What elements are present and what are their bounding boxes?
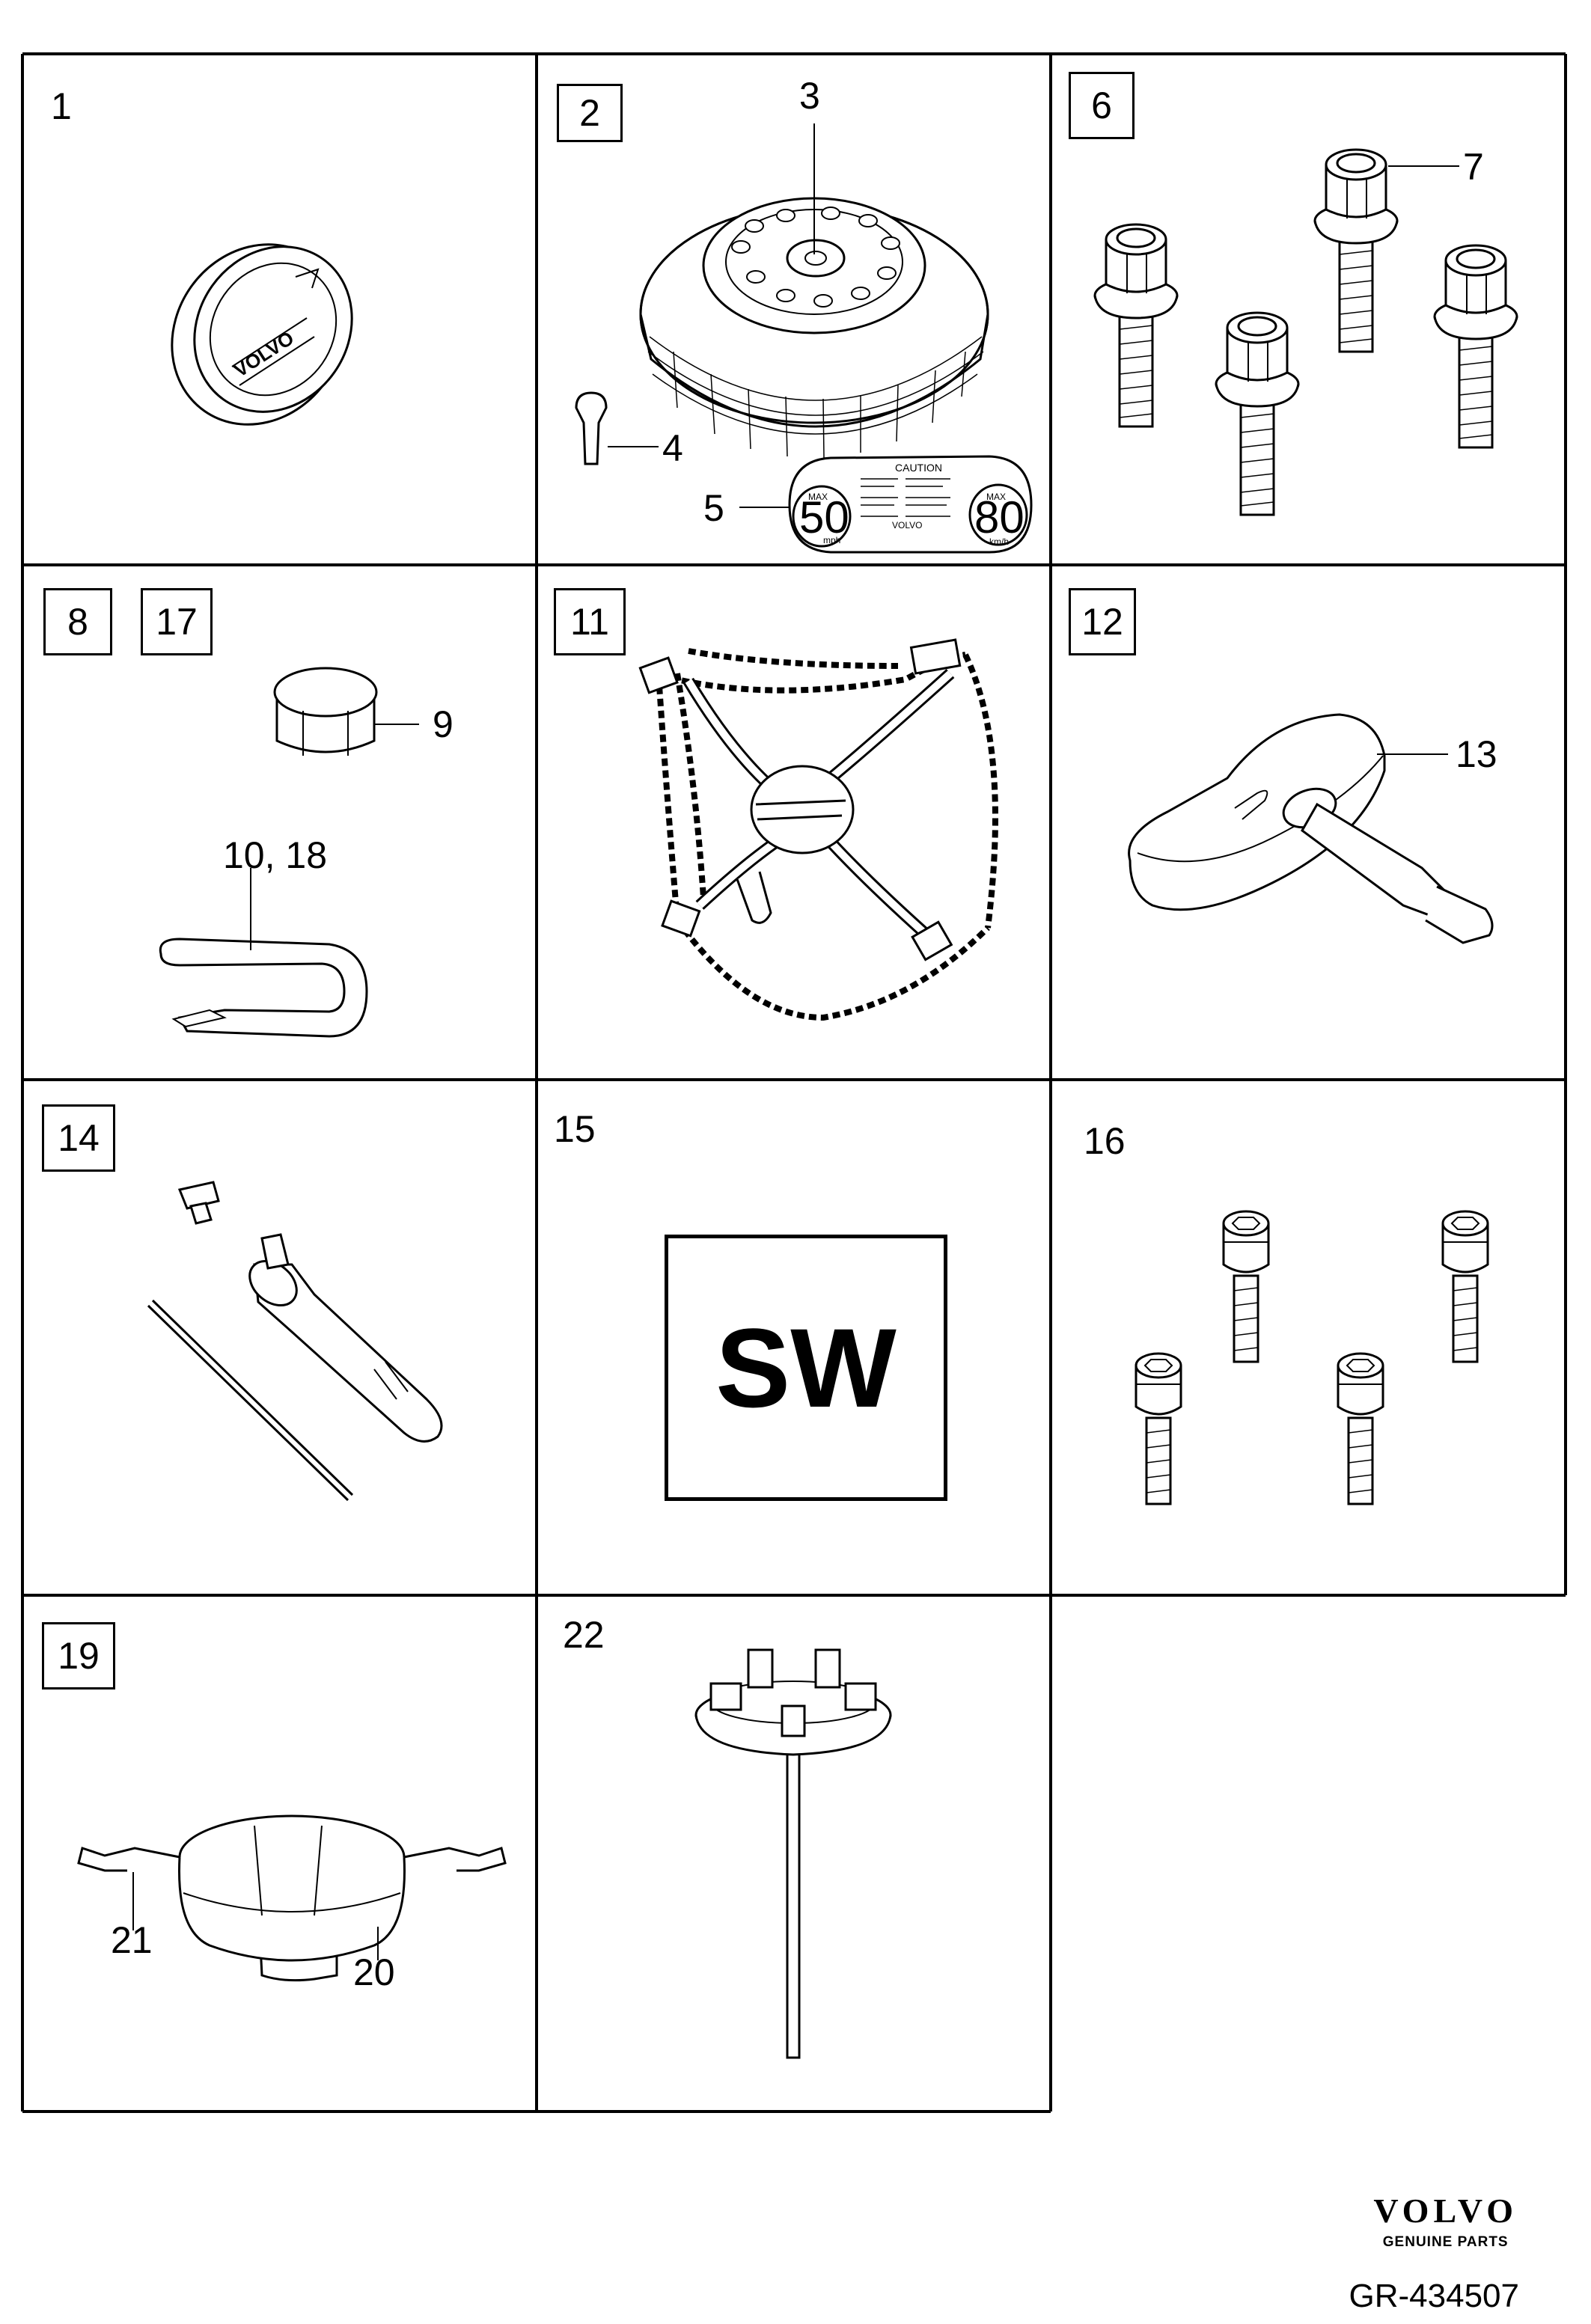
snow-chains-drawing	[638, 638, 998, 1021]
valve-drawing	[575, 391, 659, 465]
callout-labels: 3 4 5 7 9 10, 18 13 20 21	[111, 75, 1497, 1993]
label-max-2: MAX	[986, 492, 1006, 502]
grid-lines	[21, 52, 1567, 2113]
callout-3: 3	[799, 75, 820, 117]
cell-label-8: 8	[43, 588, 112, 655]
removal-tool-drawing	[159, 868, 368, 1038]
tpms-sensor-drawing	[1128, 713, 1494, 944]
callout-7: 7	[1463, 146, 1484, 188]
label-speed-2: 80	[974, 492, 1024, 542]
center-cap-drawing: VOLVO	[171, 243, 353, 426]
cell-label-1: 1	[51, 85, 72, 127]
cell-label-16: 16	[1084, 1120, 1126, 1162]
label-brand: VOLVO	[892, 520, 922, 530]
cell-label-19: 19	[42, 1622, 115, 1690]
label-unit-1: mph	[823, 535, 840, 545]
cell-label-12: 12	[1069, 588, 1136, 655]
software-box: SW	[665, 1235, 947, 1501]
callout-4: 4	[662, 427, 683, 469]
callout-20: 20	[353, 1951, 395, 1993]
cell-label-6: 6	[1069, 72, 1135, 139]
fuel-cap-drawing	[77, 1814, 507, 1982]
callout-5: 5	[703, 487, 724, 529]
valve-kit-drawing	[147, 1181, 443, 1502]
reference-number: GR-434507	[1349, 2278, 1519, 2314]
brand-name: VOLVO	[1373, 2192, 1518, 2230]
software-box-text: SW	[715, 1304, 897, 1431]
cell-label-14: 14	[42, 1104, 115, 1172]
cell-label-15: 15	[554, 1108, 596, 1150]
tool-drawing	[694, 1648, 892, 2059]
speed-label-drawing: CAUTION MAX 50 mph MAX 80 km/h VOLVO	[739, 455, 1033, 554]
brand-logo: VOLVO GENUINE PARTS	[1373, 2194, 1518, 2251]
callout-10-18: 10, 18	[223, 834, 327, 876]
callout-13: 13	[1456, 733, 1497, 775]
cell-label-2: 2	[557, 84, 623, 142]
brand-tagline: GENUINE PARTS	[1382, 2234, 1509, 2250]
cell-label-22: 22	[563, 1614, 605, 1656]
spare-wheel-drawing	[639, 123, 989, 459]
callout-21: 21	[111, 1919, 153, 1961]
cell-label-17: 17	[141, 588, 213, 655]
wheel-bolts-drawing	[1093, 148, 1518, 516]
cell-label-11: 11	[554, 588, 626, 655]
label-unit-2: km/h	[989, 536, 1009, 547]
bolt-cap-drawing	[273, 667, 419, 756]
locking-bolts-drawing	[1135, 1210, 1489, 1505]
label-max-1: MAX	[808, 492, 828, 502]
label-speed-1: 50	[799, 492, 849, 542]
callout-9: 9	[433, 703, 454, 745]
label-caution: CAUTION	[895, 462, 942, 474]
